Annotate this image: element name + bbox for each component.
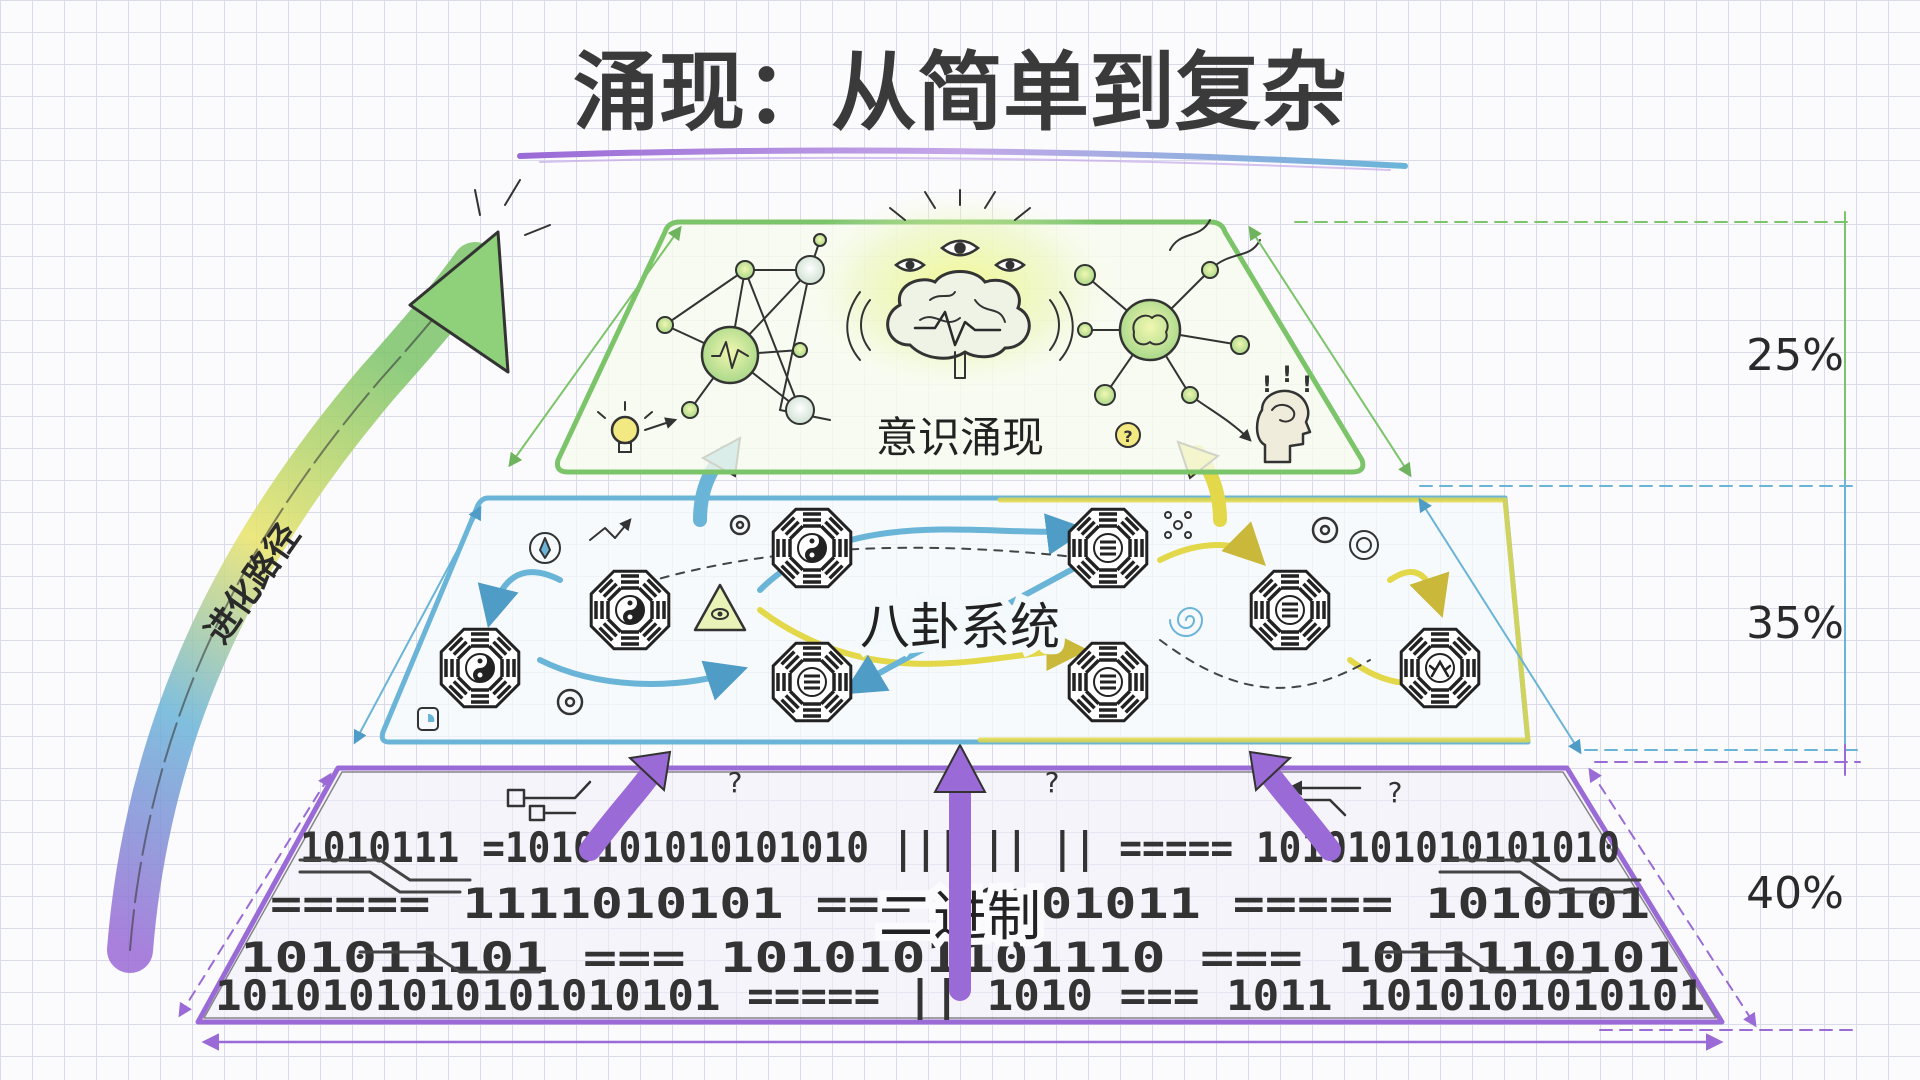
bagua-icon	[1249, 569, 1331, 651]
circuit-icon	[506, 780, 592, 822]
evolution-arrowhead	[408, 230, 510, 374]
neuron-node	[795, 255, 825, 285]
eye-icon	[939, 239, 981, 257]
tier-bagua: 八卦系统	[379, 436, 1531, 745]
page-title: 涌现：从简单到复杂	[573, 43, 1347, 143]
circuit-traces	[298, 858, 1642, 974]
tier-consciousness: ! ! ! ? 意识涌现	[555, 180, 1366, 475]
yin-yang-icon	[615, 595, 645, 625]
neuron-node	[1094, 384, 1116, 406]
eyes	[893, 239, 1027, 272]
question-icon: ?	[1115, 422, 1141, 448]
neuron-node	[735, 260, 755, 280]
neuron-node	[792, 342, 808, 358]
title-underline	[517, 147, 1408, 169]
tier-consciousness-label: 意识涌现	[876, 413, 1044, 462]
bagua-icon	[589, 569, 671, 651]
bagua-icon	[1067, 641, 1149, 723]
neuron-node	[785, 395, 815, 425]
svg-text:!: !	[1302, 373, 1312, 398]
compass-icon	[529, 532, 561, 564]
svg-text:!: !	[1262, 373, 1272, 398]
neuron-node	[1181, 386, 1199, 404]
question-icon: ?	[1045, 766, 1060, 799]
spiral-icon	[1169, 530, 1379, 637]
question-icon: ?	[728, 766, 743, 799]
network-icon	[589, 511, 1192, 541]
svg-text:?: ?	[1123, 427, 1132, 446]
pulse-node-left	[700, 325, 760, 385]
guide-lines	[178, 211, 1861, 1051]
tier-binary: 1010111 =1010101010101010 ||| || || ====…	[195, 742, 1725, 1025]
eye-icon	[893, 258, 927, 272]
question-icon: ?	[1388, 776, 1403, 809]
bagua-icon	[771, 641, 853, 723]
tier-bagua-label: 八卦系统	[860, 598, 1060, 656]
percent-bottom: 40%	[1746, 868, 1844, 919]
neuron-node	[656, 316, 674, 334]
yin-yang-icon	[797, 533, 827, 563]
neuron-node	[1230, 335, 1250, 355]
triangle-eye-icon	[693, 583, 747, 632]
neuron-node	[1201, 261, 1219, 279]
svg-text:!: !	[1282, 363, 1292, 388]
neuron-node	[681, 401, 699, 419]
percent-top: 25%	[1746, 330, 1844, 381]
neuron-node	[1077, 322, 1093, 338]
percent-labels: 25% 35% 40%	[1746, 330, 1844, 919]
gear-icon	[556, 514, 1339, 716]
title-block: 涌现：从简单到复杂	[517, 43, 1408, 171]
percent-middle: 35%	[1746, 598, 1844, 649]
neuron-node	[1074, 264, 1096, 286]
bagua-icon	[1067, 507, 1149, 589]
yin-yang-icon	[465, 653, 495, 683]
brain-icon	[846, 270, 1074, 379]
bagua-icon	[1399, 627, 1481, 709]
neuron-node	[813, 233, 827, 247]
radiating-lines	[889, 189, 1031, 221]
bagua-icon	[771, 507, 853, 589]
bagua-flow-arrows	[477, 513, 1467, 703]
eye-icon	[993, 258, 1027, 272]
bagua-icon	[439, 627, 521, 709]
neural-nodes	[656, 233, 1250, 425]
brain-node-right	[1118, 298, 1182, 362]
